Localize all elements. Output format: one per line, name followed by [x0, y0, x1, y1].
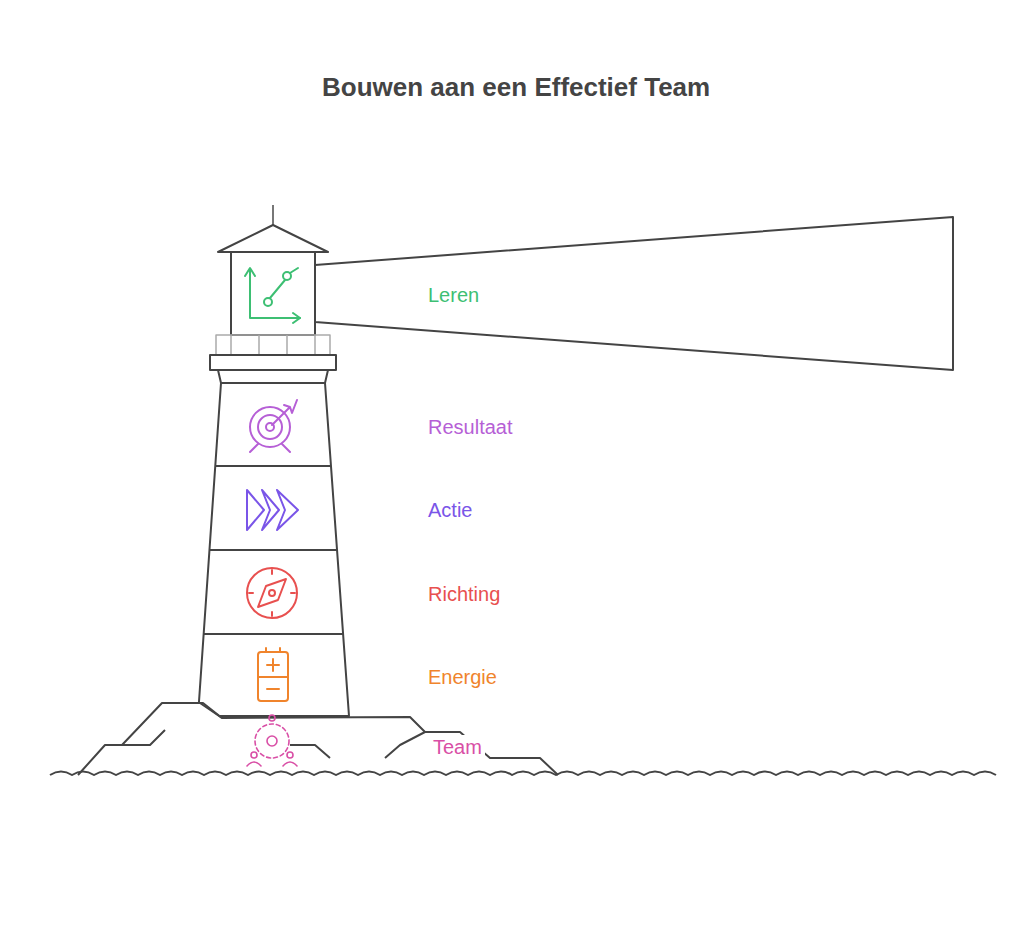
growth-chart-icon	[245, 268, 300, 323]
rocks	[78, 703, 558, 775]
section-label: Resultaat	[425, 415, 516, 439]
band-line	[209, 549, 337, 551]
team-icon	[247, 715, 297, 766]
light-beam	[315, 217, 953, 370]
section-label: Leren	[425, 283, 482, 307]
antenna	[272, 205, 274, 225]
band-line	[204, 633, 343, 635]
section-label: Team	[430, 735, 485, 759]
band-line	[215, 465, 331, 467]
section-label: Richting	[425, 582, 503, 606]
platform	[210, 355, 336, 370]
tower	[198, 383, 349, 716]
diagram-title: Bouwen aan een Effectief Team	[322, 72, 710, 103]
compass-icon	[247, 568, 297, 618]
water-line	[50, 772, 996, 776]
target-icon	[250, 400, 297, 452]
lantern-room	[231, 252, 315, 335]
rock-detail	[122, 703, 425, 758]
railing	[216, 335, 330, 355]
section-label: Energie	[425, 665, 500, 689]
section-label: Actie	[425, 498, 475, 522]
chevrons-icon	[247, 490, 298, 530]
tower-neck	[218, 370, 328, 383]
roof	[218, 225, 328, 252]
battery-icon	[258, 648, 288, 701]
